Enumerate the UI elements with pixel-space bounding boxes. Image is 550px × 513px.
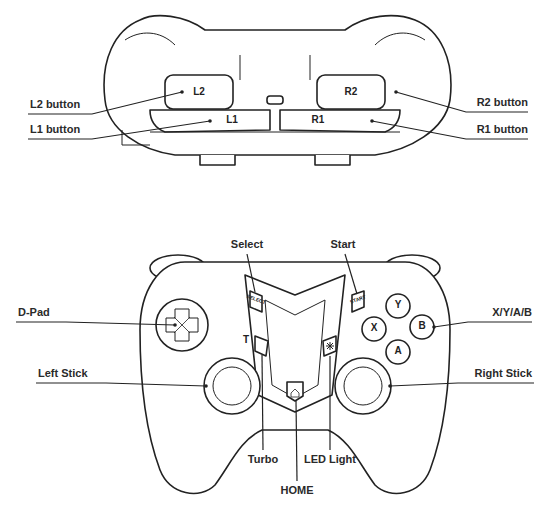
callout-label: L2 button bbox=[30, 98, 80, 111]
callout-label: R2 button bbox=[477, 96, 528, 109]
button-text: L1 bbox=[226, 114, 238, 126]
button-text: B bbox=[418, 320, 425, 332]
button-text: T bbox=[243, 334, 249, 346]
button-text: R1 bbox=[312, 114, 325, 126]
button-text: Y bbox=[395, 299, 402, 311]
callout-label: Turbo bbox=[248, 453, 278, 466]
callout-label: Select bbox=[231, 238, 263, 251]
callout-label: Start bbox=[330, 238, 355, 251]
callout-label: L1 button bbox=[30, 123, 80, 136]
button-text: R2 bbox=[345, 86, 358, 98]
callout-label: Left Stick bbox=[38, 367, 88, 380]
callout-label: R1 button bbox=[477, 123, 528, 136]
callout-label: Right Stick bbox=[475, 367, 532, 380]
button-text: L2 bbox=[193, 86, 205, 98]
button-text: X bbox=[371, 322, 378, 334]
callout-label: X/Y/A/B bbox=[492, 306, 532, 319]
callout-label: LED Light bbox=[304, 453, 356, 466]
button-text: A bbox=[394, 345, 401, 357]
leader-lines bbox=[16, 92, 534, 481]
callout-label: HOME bbox=[281, 484, 314, 497]
callout-label: D-Pad bbox=[18, 306, 50, 319]
